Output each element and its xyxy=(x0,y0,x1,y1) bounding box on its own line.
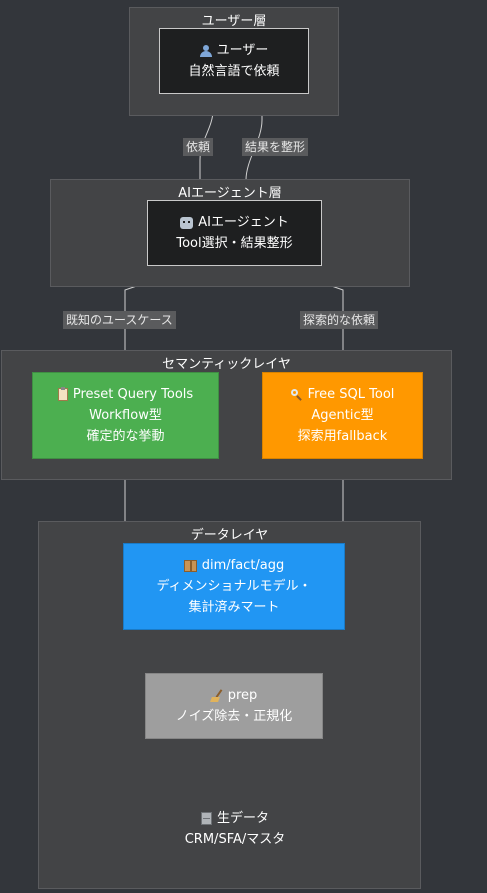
freesql-node-title: Free SQL Tool xyxy=(307,387,395,402)
free-sql-tool-node: Free SQL Tool Agentic型 探索用fallback xyxy=(262,372,423,459)
data-layer-title: データレイヤ xyxy=(190,528,269,543)
box-icon xyxy=(183,559,197,572)
semantic-layer-title: セマンティックレイヤ xyxy=(162,357,291,372)
preset-node-title: Preset Query Tools xyxy=(72,387,194,402)
user-node-desc: 自然言語で依頼 xyxy=(188,64,280,79)
raw-node-title: 生データ xyxy=(216,811,269,826)
ai-layer-title: AIエージェント層 xyxy=(178,186,282,201)
user-icon xyxy=(199,44,212,57)
user-layer-title: ユーザー層 xyxy=(201,14,267,29)
robot-icon xyxy=(180,216,194,229)
freesql-node-desc: 探索用fallback xyxy=(297,429,388,444)
user-node-title: ユーザー xyxy=(216,43,269,58)
agent-node-title: AIエージェント xyxy=(198,215,289,230)
edge-label-request: 依頼 xyxy=(183,138,214,156)
preset-node-type: Workflow型 xyxy=(89,408,162,423)
preset-query-tools-node: Preset Query Tools Workflow型 確定的な挙動 xyxy=(32,372,219,459)
freesql-node-type: Agentic型 xyxy=(311,408,374,423)
dim-fact-agg-node: dim/fact/agg ディメンショナルモデル・ 集計済みマート xyxy=(123,543,345,630)
clipboard-icon xyxy=(57,387,68,401)
edge-label-format-result: 結果を整形 xyxy=(242,138,309,156)
preset-node-desc: 確定的な挙動 xyxy=(86,429,165,444)
raw-data-node: 生データ CRM/SFA/マスタ xyxy=(175,782,295,864)
prep-node-desc: ノイズ除去・正規化 xyxy=(175,709,293,724)
dim-node-desc2: 集計済みマート xyxy=(188,600,280,615)
prep-node-title: prep xyxy=(227,688,258,703)
raw-node-desc: CRM/SFA/マスタ xyxy=(184,832,286,847)
edge-label-exploratory: 探索的な依頼 xyxy=(300,311,379,329)
cabinet-icon xyxy=(200,812,212,825)
dim-node-title: dim/fact/agg xyxy=(201,558,285,573)
magnifier-icon xyxy=(290,388,303,401)
agent-node: AIエージェント Tool選択・結果整形 xyxy=(147,200,322,266)
edge-label-known-usecase: 既知のユースケース xyxy=(63,311,176,329)
user-node: ユーザー 自然言語で依頼 xyxy=(159,28,309,94)
dim-node-desc1: ディメンショナルモデル・ xyxy=(156,579,312,594)
broom-icon xyxy=(211,690,223,702)
agent-node-desc: Tool選択・結果整形 xyxy=(176,236,293,251)
prep-node: prep ノイズ除去・正規化 xyxy=(145,673,323,739)
